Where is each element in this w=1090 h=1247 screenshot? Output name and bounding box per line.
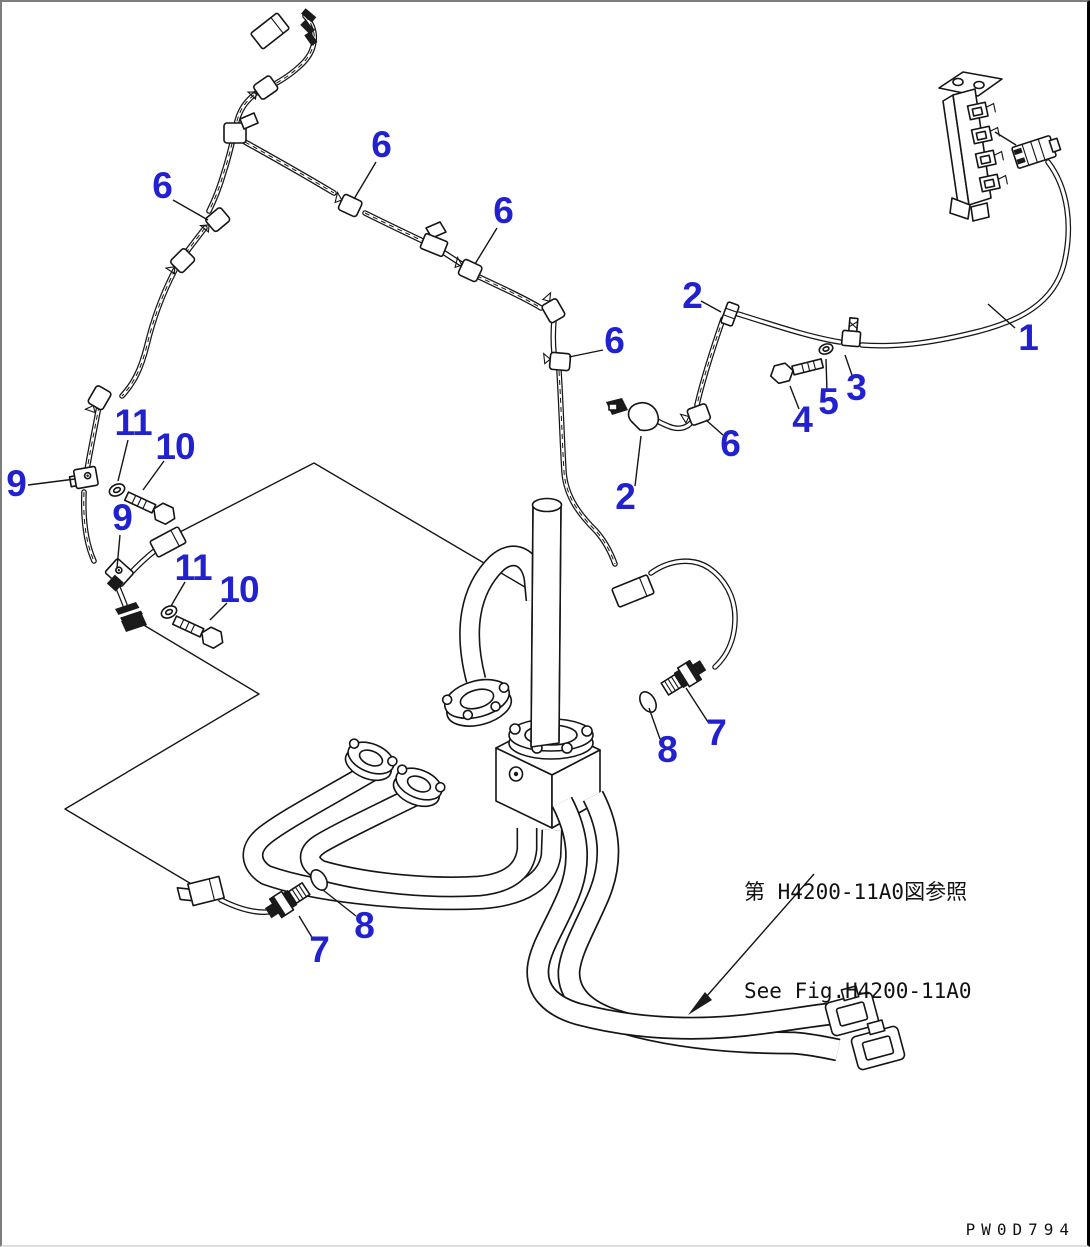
bolt-10-b bbox=[171, 615, 224, 649]
leader-line bbox=[825, 358, 828, 393]
leader-line bbox=[298, 915, 314, 940]
sensor-7-b bbox=[264, 881, 311, 919]
callout-9-15: 9 bbox=[6, 462, 27, 504]
top-connector-shell bbox=[250, 12, 290, 50]
wire-band-2a bbox=[720, 301, 740, 327]
callout-5-5: 5 bbox=[818, 380, 839, 422]
callout-4-4: 4 bbox=[792, 398, 813, 440]
harness-clamps bbox=[83, 75, 712, 426]
harness-end-connector bbox=[115, 602, 147, 632]
reference-note: 第 H4200-11A0図参照 See Fig.H4200-11A0 bbox=[744, 810, 972, 1074]
clamp-9-b bbox=[104, 558, 134, 592]
clamp-9-a bbox=[68, 465, 99, 490]
leader-line bbox=[700, 300, 722, 313]
washer-11-a bbox=[108, 483, 126, 497]
clamp-top bbox=[246, 75, 279, 101]
clamp-6-a bbox=[199, 207, 231, 234]
reference-arrow bbox=[688, 873, 815, 1015]
leader-line bbox=[117, 439, 129, 482]
leader-line bbox=[685, 687, 709, 723]
clamp-bend bbox=[541, 291, 566, 324]
right-pipe-flange-1 bbox=[824, 985, 880, 1037]
hose-flange bbox=[441, 678, 513, 727]
connector-plug bbox=[1011, 135, 1062, 169]
callout-6-10: 6 bbox=[720, 422, 741, 464]
washer-11-b bbox=[160, 605, 178, 619]
leader-line bbox=[209, 602, 228, 621]
callout-10-18: 10 bbox=[219, 568, 259, 610]
bottom-left-bracket bbox=[176, 875, 225, 907]
callout-7-14: 7 bbox=[309, 928, 330, 970]
callout-6-8: 6 bbox=[493, 189, 514, 231]
leader-line bbox=[116, 534, 121, 569]
callout-2-2: 2 bbox=[615, 475, 636, 517]
leader-line bbox=[844, 354, 854, 379]
clamp-3 bbox=[840, 317, 862, 348]
callout-2-1: 2 bbox=[682, 274, 703, 316]
leader-line bbox=[474, 227, 498, 265]
sensor-7-a bbox=[660, 659, 707, 696]
left-pipe-flange-1 bbox=[344, 738, 398, 782]
leader-line bbox=[705, 419, 724, 436]
callout-6-6: 6 bbox=[152, 164, 173, 206]
callout-11-19: 11 bbox=[114, 401, 152, 443]
reference-note-jp: 第 H4200-11A0図参照 bbox=[744, 880, 968, 904]
callout-8-13: 8 bbox=[354, 904, 375, 946]
leader-line bbox=[789, 385, 800, 410]
callout-9-16: 9 bbox=[112, 496, 133, 538]
leader-line bbox=[172, 199, 209, 221]
leader-line bbox=[568, 349, 604, 358]
leader-line bbox=[353, 161, 377, 200]
harness-sleeve-left bbox=[149, 526, 187, 558]
reference-note-en: See Fig.H4200-11A0 bbox=[744, 979, 972, 1003]
callout-8-12: 8 bbox=[657, 728, 678, 770]
clamp-6-d bbox=[542, 351, 572, 372]
bracket-clamp bbox=[419, 221, 449, 258]
callout-3-3: 3 bbox=[846, 366, 867, 408]
washer-5 bbox=[818, 343, 834, 355]
wire-band-2b bbox=[606, 398, 660, 432]
right-pipe-flange-2 bbox=[850, 1019, 906, 1071]
callout-1-0: 1 bbox=[1018, 316, 1039, 358]
terminal-bracket bbox=[938, 71, 1017, 222]
harness-sleeve-right bbox=[611, 574, 655, 608]
vertical-tube bbox=[530, 497, 563, 748]
grommet-8-b bbox=[310, 869, 328, 891]
callout-6-9: 6 bbox=[604, 319, 625, 361]
clamp-6-c bbox=[454, 255, 483, 283]
leader-line bbox=[322, 889, 357, 917]
grommet-8-a bbox=[639, 691, 657, 713]
drawing-code: PW0D794 bbox=[965, 1220, 1075, 1239]
callout-6-7: 6 bbox=[371, 123, 392, 165]
leader-line bbox=[170, 581, 186, 607]
junction-clamp bbox=[223, 112, 259, 144]
clamp-left-2 bbox=[83, 385, 112, 414]
leader-line bbox=[987, 303, 1016, 329]
callout-10-17: 10 bbox=[155, 425, 195, 467]
leader-line bbox=[648, 707, 661, 740]
clamp-6-b bbox=[334, 190, 363, 218]
panel-edge-lines bbox=[64, 462, 536, 899]
leader-line bbox=[27, 478, 76, 486]
leader-line bbox=[142, 460, 165, 491]
callout-11-20: 11 bbox=[174, 546, 212, 588]
top-terminal-end bbox=[300, 8, 318, 47]
bolt-4 bbox=[769, 358, 825, 385]
callout-7-11: 7 bbox=[706, 711, 727, 753]
bolt-10-a bbox=[123, 491, 176, 525]
leader-line bbox=[634, 435, 642, 487]
clamp-left-1 bbox=[164, 248, 196, 275]
clamp-6-e bbox=[679, 403, 712, 426]
left-pipe-flange-2 bbox=[392, 764, 446, 808]
